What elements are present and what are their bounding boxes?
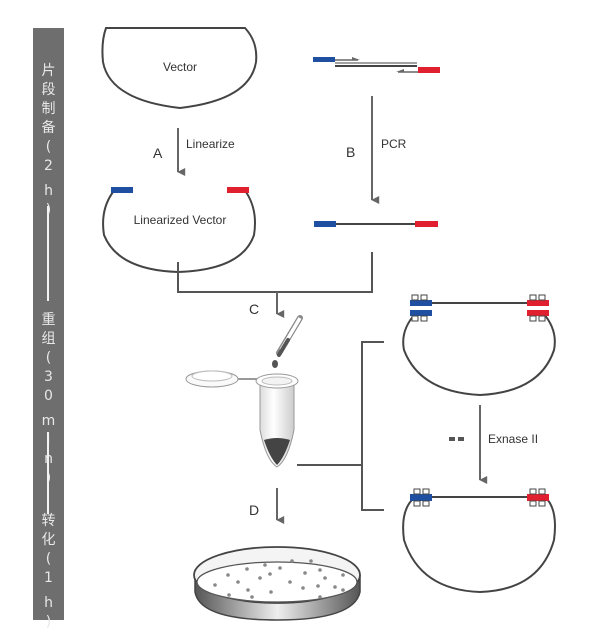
- paren-close: ): [45, 614, 52, 630]
- colony-dot: [323, 576, 327, 580]
- merge-bracket: [177, 252, 373, 293]
- paren-open: (: [45, 551, 52, 567]
- colony-dot: [226, 573, 230, 577]
- step-b-label: PCR: [381, 137, 407, 151]
- stage-duration: 1 h: [33, 569, 64, 613]
- vertical-char: 3: [44, 369, 53, 385]
- step-d-letter: D: [249, 502, 259, 518]
- paren-open: (: [45, 350, 52, 366]
- colony-dot: [263, 563, 267, 567]
- colony-dot: [301, 586, 305, 590]
- recombination-intermediate: [402, 294, 556, 397]
- stage-divider: [47, 206, 49, 301]
- vertical-char: 重: [41, 312, 56, 328]
- vector-shape: [101, 27, 258, 110]
- colony-dot: [290, 559, 294, 563]
- vertical-char: 化: [41, 532, 56, 548]
- vertical-char: 0: [44, 388, 53, 404]
- step-c-letter: C: [249, 301, 259, 317]
- branch-bracket: [361, 341, 384, 511]
- vector-label: Vector: [163, 60, 197, 74]
- pcr-template-with-primers: [313, 57, 440, 73]
- stage-label: 片段制备: [33, 62, 64, 138]
- step-b-letter: B: [346, 144, 355, 160]
- vertical-char: 转: [41, 513, 56, 529]
- colony-dot: [318, 595, 322, 599]
- pipette-icon: [272, 315, 303, 368]
- vertical-char: 段: [41, 82, 56, 98]
- vertical-char: 制: [41, 101, 56, 117]
- colony-dot: [341, 588, 345, 592]
- vertical-char: 组: [41, 331, 56, 347]
- step-a-label: Linearize: [186, 137, 235, 151]
- colony-dot: [288, 580, 292, 584]
- vertical-char: 片: [41, 63, 56, 79]
- colony-dot: [258, 576, 262, 580]
- stage-duration: 2 h: [33, 157, 64, 201]
- stage-label: 转化: [33, 512, 64, 550]
- pcr-product: [314, 221, 438, 227]
- exnase-label: Exnase II: [488, 432, 538, 446]
- colony-dot: [303, 571, 307, 575]
- blue-homology-arm: [111, 187, 133, 193]
- colony-dot: [316, 584, 320, 588]
- colony-dot: [246, 588, 250, 592]
- stage-transformation: 转化 ( 1 h ): [33, 512, 64, 632]
- colony-dot: [236, 580, 240, 584]
- linearized-vector-shape: [102, 187, 256, 274]
- colony-dot: [245, 567, 249, 571]
- vertical-char: h: [44, 183, 53, 199]
- vertical-char: 备: [41, 120, 56, 136]
- stage-divider: [47, 432, 49, 514]
- colony-dot: [341, 573, 345, 577]
- recombinant-plasmid: [402, 488, 556, 594]
- stage-label: 重组: [33, 311, 64, 349]
- petri-dish-icon: [193, 546, 361, 621]
- colony-dot: [250, 595, 254, 599]
- colony-dot: [278, 566, 282, 570]
- linearized-vector-label: Linearized Vector: [134, 213, 227, 227]
- colony-dot: [213, 583, 217, 587]
- colony-dot: [318, 568, 322, 572]
- vertical-char: 1: [44, 570, 53, 586]
- step-a-letter: A: [153, 145, 163, 161]
- colony-dot: [227, 593, 231, 597]
- colony-dot: [268, 572, 272, 576]
- vertical-char: m: [41, 413, 56, 429]
- microcentrifuge-tube-icon: [185, 370, 299, 468]
- colony-dot: [333, 585, 337, 589]
- vertical-char: 2: [44, 158, 53, 174]
- vertical-char: h: [44, 595, 53, 611]
- removed-nucleotides-icon: [449, 437, 464, 441]
- colony-dot: [269, 590, 273, 594]
- colony-dot: [309, 559, 313, 563]
- paren-open: (: [45, 139, 52, 155]
- red-homology-arm: [227, 187, 249, 193]
